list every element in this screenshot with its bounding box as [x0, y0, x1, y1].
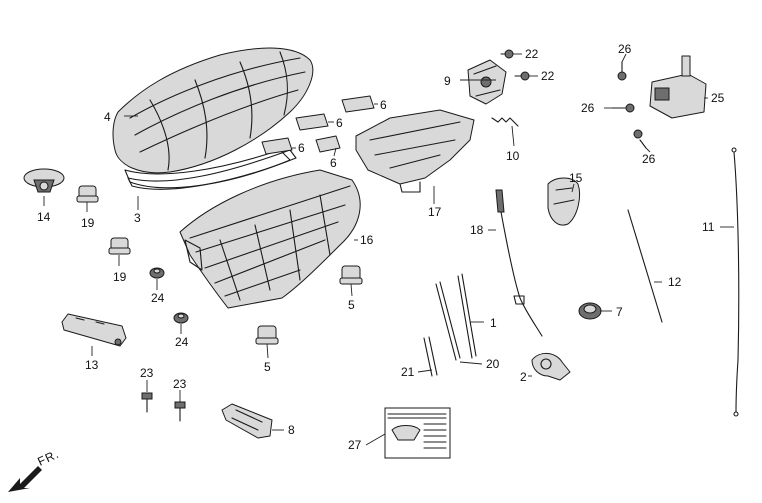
cable-part-11 [731, 147, 740, 417]
screw-part-e [633, 129, 647, 149]
callout-20: 20 [486, 357, 500, 371]
plate-part [221, 403, 273, 439]
bolt-part-a [141, 392, 153, 413]
spring-part [491, 117, 519, 127]
micro-switch-part [578, 302, 602, 320]
callout-15: 15 [569, 171, 583, 185]
callout-16: 16 [360, 233, 374, 247]
callout-5a: 5 [348, 298, 355, 312]
leader-lines [43, 53, 734, 446]
bolt-part-b [174, 401, 186, 422]
callout-7: 7 [616, 305, 623, 319]
cable-part [495, 189, 543, 337]
rod-part-1 [457, 273, 477, 359]
bracket-part [61, 313, 127, 347]
switch-unit-part [649, 55, 707, 119]
grommet-part-a [149, 267, 165, 279]
pad-part-d [315, 135, 341, 153]
callout-26a: 26 [618, 42, 632, 56]
seat-clip-part [23, 168, 65, 193]
seat-part [112, 47, 314, 189]
callout-26b: 26 [581, 101, 595, 115]
callout-8: 8 [288, 423, 295, 437]
cover-part [547, 177, 581, 226]
callout-24a: 24 [151, 291, 165, 305]
callout-23b: 23 [173, 377, 187, 391]
callout-3: 3 [134, 211, 141, 225]
pad-part-b [295, 113, 329, 131]
grommet-part-b [173, 312, 189, 324]
callout-24b: 24 [175, 335, 189, 349]
callout-23a: 23 [140, 366, 154, 380]
tray-part [355, 109, 475, 193]
damper-part-b [255, 325, 279, 345]
seat-seal-part [127, 149, 297, 190]
lock-assembly-part [467, 59, 507, 105]
callout-13: 13 [85, 358, 99, 372]
callout-25: 25 [711, 91, 725, 105]
warning-label-part [384, 407, 451, 459]
callout-22a: 22 [525, 47, 539, 61]
rod-part-20 [435, 281, 461, 361]
screw-part-b [514, 71, 530, 81]
wire-part-12 [627, 209, 663, 323]
rubber-bumper-part-b [108, 237, 131, 255]
callout-22b: 22 [541, 69, 555, 83]
pad-part-a [341, 95, 375, 113]
rod-part-21 [423, 336, 438, 377]
callout-19b: 19 [113, 270, 127, 284]
callout-5b: 5 [264, 360, 271, 374]
callout-19a: 19 [81, 216, 95, 230]
clamp-part [531, 353, 571, 381]
rubber-bumper-part-a [76, 185, 99, 203]
screw-part-d [611, 103, 635, 113]
damper-part-a [339, 265, 363, 285]
callout-21: 21 [401, 365, 415, 379]
callout-6a: 6 [380, 98, 387, 112]
callout-1: 1 [490, 316, 497, 330]
pad-part-c [261, 137, 293, 155]
callout-14: 14 [37, 210, 51, 224]
callout-9: 9 [444, 74, 451, 88]
screw-part-c [617, 61, 627, 81]
callout-2: 2 [520, 370, 527, 384]
callout-11: 11 [702, 220, 715, 234]
callout-6b: 6 [336, 116, 343, 130]
callout-numbers: 4 3 14 19 19 24 24 5 5 13 23 23 8 16 6 6… [37, 42, 725, 452]
callout-18: 18 [470, 223, 484, 237]
callout-10: 10 [506, 149, 520, 163]
callout-4: 4 [104, 110, 111, 124]
screw-part-a [500, 49, 514, 59]
callout-17: 17 [428, 205, 442, 219]
callout-27: 27 [348, 438, 362, 452]
helmet-box-part [179, 169, 361, 309]
callout-6c: 6 [298, 141, 305, 155]
callout-6d: 6 [330, 156, 337, 170]
callout-12: 12 [668, 275, 682, 289]
front-direction-arrow: FR. [8, 447, 62, 492]
front-direction-label: FR. [35, 447, 61, 469]
callout-26c: 26 [642, 152, 656, 166]
